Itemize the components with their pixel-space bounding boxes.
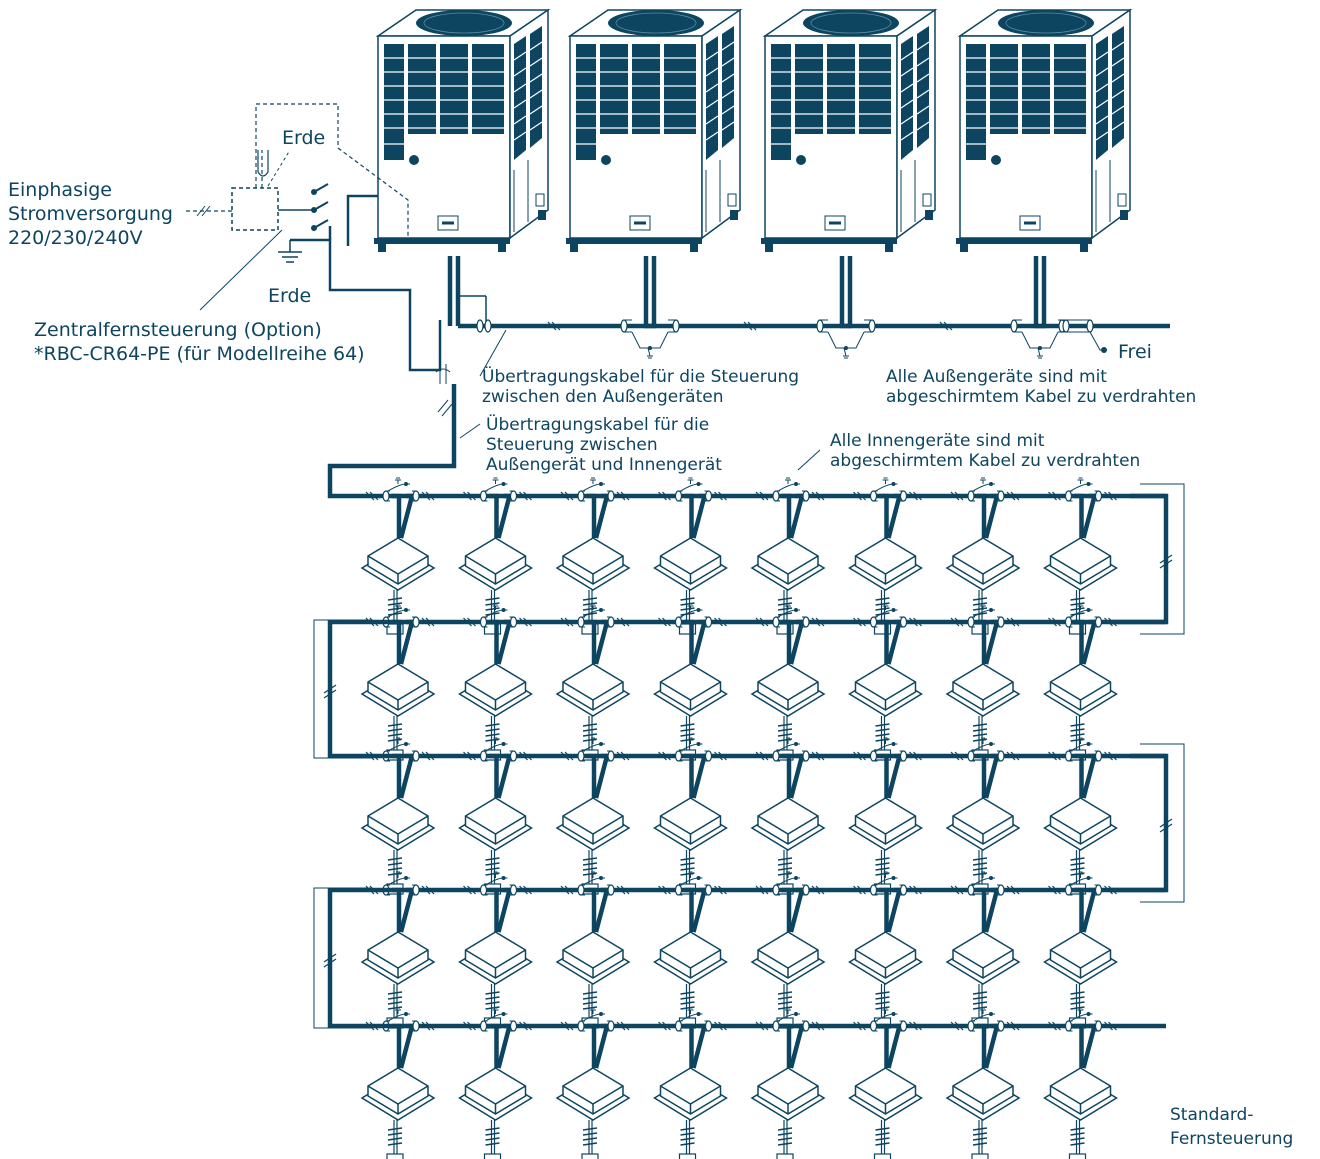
outdoor-note-leader (479, 329, 507, 377)
branch-connector-icon (756, 738, 824, 798)
branch-connector-icon (951, 738, 1019, 798)
branch-connector-icon (659, 1008, 727, 1068)
outdoor-indoor-cable-label-1: Übertragungskabel für die (486, 413, 709, 435)
indoor-shield-note-2: abgeschirmtem Kabel zu verdrahten (830, 451, 1140, 471)
outdoor-bus (447, 256, 1170, 351)
row-loop-cable (1110, 493, 1169, 625)
outdoor-units (372, 8, 1132, 254)
indoor-note-leader (797, 449, 821, 471)
power-supply-label-1: Einphasige (8, 179, 112, 201)
outdoor-cable-label-1: Übertragungskabel für die Steuerung (482, 365, 799, 387)
central-remote-label-2: *RBC-CR64-PE (für Modellreihe 64) (34, 343, 365, 365)
indoor-cassette-icon (556, 1067, 630, 1159)
branch-connector-icon (854, 1008, 922, 1068)
branch-connector-icon (561, 872, 629, 932)
cable-break-mark (323, 953, 337, 963)
labels: Einphasige Stromversorgung 220/230/240V … (8, 127, 1293, 1149)
branch-connector-icon (756, 1008, 824, 1068)
branch-connector-icon (366, 1008, 434, 1068)
row-loop-shield (313, 887, 372, 1029)
branch-connector-icon (464, 1008, 532, 1068)
outdoor-unit-icon (954, 8, 1132, 254)
branch-connector-icon (756, 872, 824, 932)
central-remote-label-1: Zentralfernsteuerung (Option) (34, 319, 322, 341)
indoor-cassette-icon (1043, 1067, 1118, 1159)
branch-connector-icon (1049, 872, 1117, 932)
cable-break-mark (323, 689, 337, 699)
branch-connector-icon (561, 478, 629, 538)
branch-connector-icon (854, 478, 922, 538)
branch-connector-icon (561, 1008, 629, 1068)
branch-connector-icon (659, 738, 727, 798)
indoor-cassette-icon (653, 1067, 728, 1159)
power-switch-icon (311, 183, 329, 231)
indoor-row (361, 1008, 1166, 1159)
branch-connector-icon (561, 738, 629, 798)
branch-connector-icon (366, 872, 434, 932)
branch-connector-icon (1049, 478, 1117, 538)
branch-connector-icon (659, 478, 727, 538)
branch-connector-icon (1049, 738, 1117, 798)
branch-connector-icon (854, 872, 922, 932)
power-supply-wiring (186, 103, 442, 372)
indoor-row (361, 604, 1166, 761)
indoor-cassette-icon (361, 1067, 435, 1159)
cable-break-mark (323, 958, 337, 968)
indoor-cassette-icon (458, 1067, 533, 1159)
indoor-row (361, 872, 1166, 1029)
power-supply-label-3: 220/230/240V (8, 227, 143, 249)
outdoor-connector-icon (1011, 256, 1069, 358)
indoor-units (313, 478, 1185, 1159)
row-loop-shield (313, 619, 372, 759)
branch-connector-icon (366, 738, 434, 798)
branch-connector-icon (366, 478, 434, 538)
row-loop-cable (1110, 753, 1169, 893)
indoor-cassette-icon (946, 1067, 1020, 1159)
free-label: Frei (1118, 341, 1152, 363)
indoor-row (361, 738, 1166, 895)
outdoor-indoor-cable-label-2: Steuerung zwischen (486, 435, 658, 455)
earth-symbol-icon (435, 364, 451, 384)
branch-connector-icon (659, 872, 727, 932)
branch-connector-icon (464, 872, 532, 932)
outdoor-unit-icon (372, 8, 550, 254)
cable-break-mark (1159, 823, 1173, 833)
power-supply-label-2: Stromversorgung (8, 203, 173, 225)
row-loop-shield (1140, 743, 1185, 903)
outdoor-unit-icon (759, 8, 937, 254)
branch-connector-icon (1049, 1008, 1117, 1068)
indoor-cassette-icon (848, 1067, 923, 1159)
standard-remote-label-1: Standard- (1170, 1105, 1253, 1125)
branch-connector-icon (951, 478, 1019, 538)
outdoor-shield-note-2: abgeschirmtem Kabel zu verdrahten (886, 387, 1196, 407)
standard-remote-label-2: Fernsteuerung (1170, 1129, 1293, 1149)
cable-break-mark (1159, 554, 1173, 564)
earth-top-label: Erde (282, 127, 325, 149)
branch-connector-icon (951, 872, 1019, 932)
indoor-shield-note-1: Alle Innengeräte sind mit (830, 431, 1045, 451)
outdoor-unit-icon (564, 8, 742, 254)
cable-break-mark (1159, 818, 1173, 828)
outdoor-shield-note-1: Alle Außengeräte sind mit (886, 367, 1107, 387)
outdoor-cable-label-2: zwischen den Außengeräten (482, 387, 724, 407)
branch-connector-icon (951, 1008, 1019, 1068)
earth-bottom-label: Erde (268, 285, 311, 307)
outdoor-indoor-cable-label-3: Außengerät und Innengerät (486, 455, 722, 475)
cable-break-mark (323, 684, 337, 694)
indoor-cassette-icon (751, 1067, 825, 1159)
outdoor-connector-icon (621, 256, 679, 358)
branch-connector-icon (854, 738, 922, 798)
branch-connector-icon (464, 478, 532, 538)
cable-break-mark (1159, 559, 1173, 569)
branch-connector-icon (756, 478, 824, 538)
central-controller-box-icon (231, 187, 279, 231)
indoor-row (361, 478, 1166, 635)
row-loop-shield (1140, 483, 1185, 635)
outdoor-connector-icon (817, 256, 875, 358)
outdoor-indoor-cable (327, 384, 481, 499)
branch-connector-icon (464, 738, 532, 798)
